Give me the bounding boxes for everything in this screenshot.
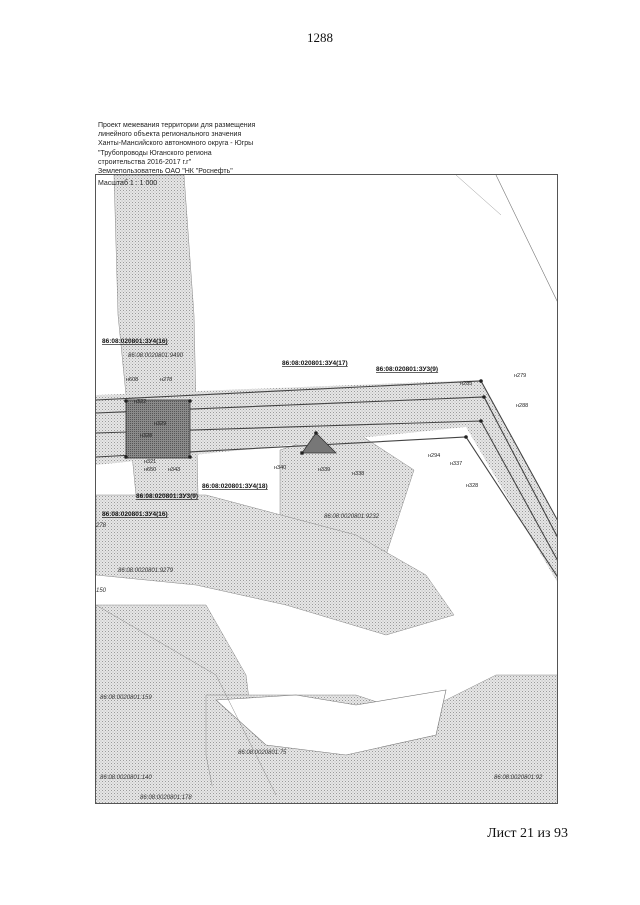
crossing-block: [125, 399, 191, 459]
title-line-5: строительства 2016-2017 г.г": [98, 158, 192, 166]
label-zu4-18: 86:08:020801:ЗУ4(18): [202, 483, 268, 490]
label-n338: н338: [352, 471, 364, 477]
map-frame: 86:08:020801:ЗУ4(16) 86:08:020801:ЗУ4(17…: [95, 174, 558, 804]
label-n343: н343: [168, 467, 180, 473]
label-n288: н288: [516, 403, 528, 409]
label-n339: н339: [318, 467, 330, 473]
title-line-3: Ханты-Мансийского автономного округа - Ю…: [98, 140, 254, 148]
boundary-line-ne2: [455, 175, 502, 216]
label-n608: н608: [126, 377, 138, 383]
label-n337: н337: [450, 461, 462, 467]
label-zu4-16-top: 86:08:020801:ЗУ4(16): [102, 338, 168, 345]
parcel-strip-bottom: [96, 785, 557, 803]
label-c159: 86:08:0020801:159: [100, 695, 152, 701]
boundary-line-ne: [495, 175, 557, 302]
label-n328b: н328: [140, 433, 152, 439]
label-n340: н340: [274, 465, 286, 471]
label-n279: н279: [514, 373, 526, 379]
title-block: Проект межевания территории для размещен…: [98, 121, 298, 176]
title-line-1: Проект межевания территории для размещен…: [98, 122, 256, 129]
corridor-band: [96, 380, 557, 582]
parcel-white-inner: [215, 689, 447, 756]
label-n278: н278: [160, 377, 172, 383]
parcel-9279: [96, 494, 455, 636]
page-number: 1288: [307, 30, 333, 45]
label-e150: 150: [96, 588, 107, 594]
label-n329: н329: [154, 421, 166, 427]
cadastral-map: 86:08:020801:ЗУ4(16) 86:08:020801:ЗУ4(17…: [96, 175, 557, 803]
label-n321: н321: [144, 459, 156, 465]
label-c92: 86:08:0020801:92: [494, 775, 543, 781]
label-c140: 86:08:0020801:140: [100, 775, 152, 781]
boundary-line-diag: [96, 604, 277, 796]
label-c178: 86:08:0020801:178: [140, 795, 192, 801]
title-line-4: "Трубопроводы Юганского региона: [98, 149, 212, 157]
footer-sheet-number: Лист 21 из 93: [487, 826, 568, 841]
label-zu4-17: 86:08:020801:ЗУ4(17): [282, 360, 348, 367]
label-c75: 86:08:0020801:75: [238, 750, 287, 756]
label-n322: н322: [134, 399, 146, 405]
title-line-2: линейного объекта регионального значения: [98, 131, 242, 139]
title-line-6: Землепользователь ОАО "НК "Роснефть": [98, 168, 233, 176]
label-n650: н650: [144, 467, 156, 473]
label-n294: н294: [428, 453, 440, 459]
label-n285: н285: [460, 381, 472, 387]
label-zu3-9-bottom: 86:08:020801:ЗУ3(9): [136, 493, 198, 500]
label-e278: 278: [96, 523, 107, 529]
label-n328: н328: [466, 483, 478, 489]
label-zu4-16-bottom: 86:08:020801:ЗУ4(16): [102, 511, 168, 518]
label-c9232: 86:08:0020801:9232: [324, 514, 380, 520]
label-c9490: 86:08:0020801:9490: [128, 353, 184, 359]
scale-text: Масштаб 1 : 1 000: [98, 180, 158, 187]
label-c9279: 86:08:0020801:9279: [118, 568, 174, 574]
survey-points: [124, 379, 486, 459]
triangle-parcel: [301, 432, 337, 454]
label-zu3-9-top: 86:08:020801:ЗУ3(9): [376, 366, 438, 373]
